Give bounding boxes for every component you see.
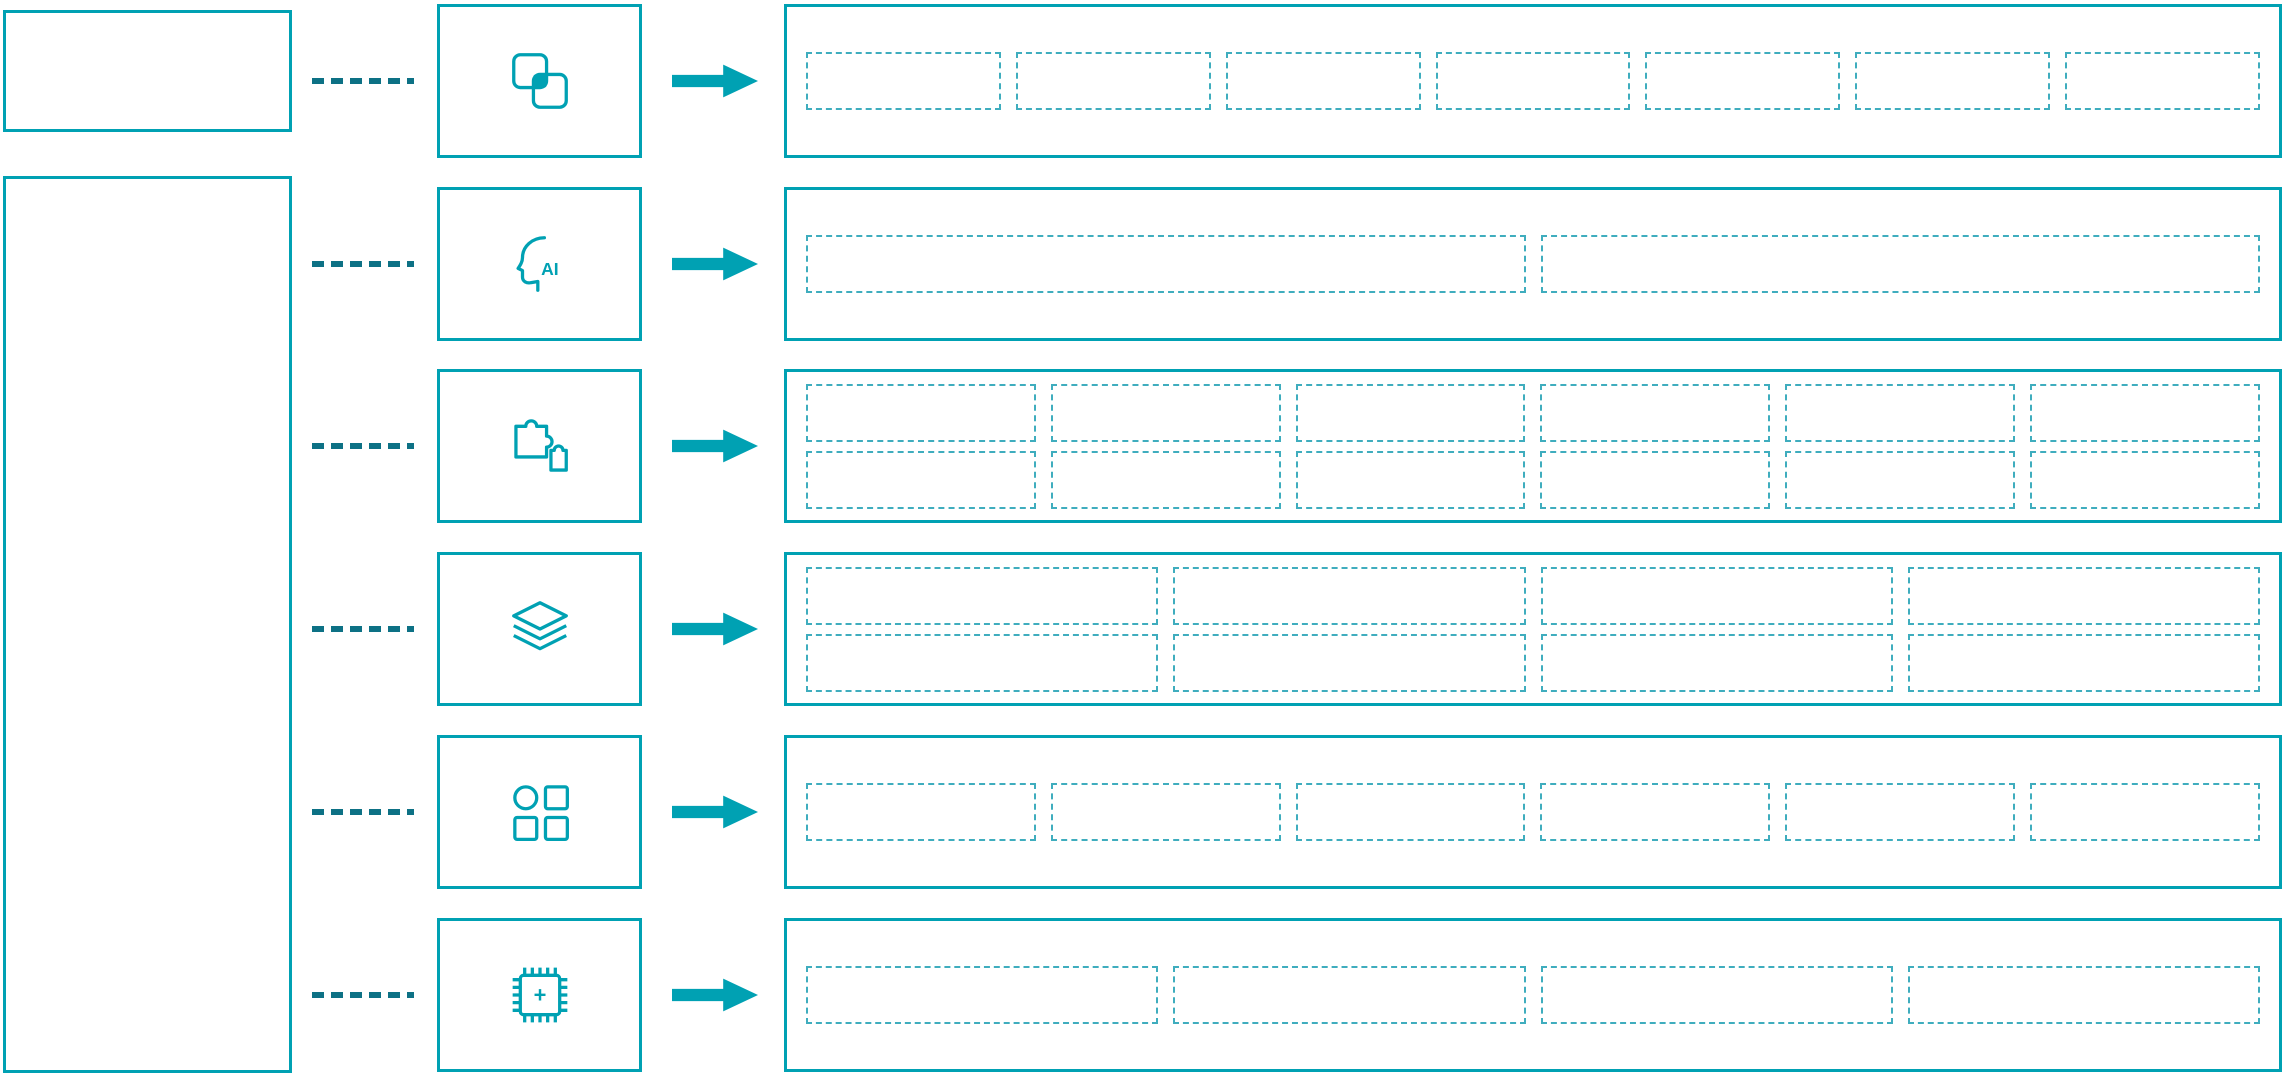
- placeholder-row: [806, 235, 2260, 293]
- dashed-connector: [312, 626, 414, 632]
- placeholder-box: [1050, 450, 1281, 509]
- placeholder-box: [1540, 633, 1893, 692]
- placeholder-box: [1295, 383, 1526, 442]
- placeholder-box: [806, 966, 1159, 1024]
- placeholder-box: [2030, 783, 2260, 841]
- placeholder-box: [806, 566, 1159, 625]
- placeholder-box: [1785, 783, 2016, 841]
- flow-row-1: [0, 4, 2284, 158]
- placeholder-box: [1907, 633, 2260, 692]
- flow-arrow-icon: [672, 612, 758, 646]
- placeholder-row: [806, 783, 2260, 841]
- dashed-connector: [312, 78, 414, 84]
- placeholder-row: [806, 966, 2260, 1024]
- placeholder-box: [1050, 783, 1281, 841]
- placeholder-box: [806, 235, 1526, 293]
- placeholder-box: [806, 52, 1001, 110]
- icon-box-3: [437, 369, 642, 523]
- placeholder-box: [1785, 450, 2016, 509]
- flow-row-5: [0, 735, 2284, 889]
- placeholder-box: [806, 633, 1159, 692]
- placeholder-box: [1540, 566, 1893, 625]
- placeholder-box: [1645, 52, 1841, 110]
- content-box-2: [784, 187, 2282, 341]
- plus-label: +: [533, 983, 546, 1008]
- ai-label: AI: [541, 259, 559, 279]
- left-header-box: [3, 10, 292, 132]
- icon-box-1: [437, 4, 642, 158]
- icon-box-5: [437, 735, 642, 889]
- dashed-connector: [312, 809, 414, 815]
- flow-row-6: +: [0, 918, 2284, 1072]
- icon-box-2: AI: [437, 187, 642, 341]
- placeholder-box: [1785, 383, 2016, 442]
- placeholder-box: [2065, 52, 2261, 110]
- placeholder-box: [806, 383, 1036, 442]
- placeholder-row: [806, 450, 2260, 509]
- placeholder-box: [806, 783, 1036, 841]
- puzzle-pieces-icon: [513, 419, 568, 472]
- placeholder-box: [2030, 450, 2260, 509]
- placeholder-box: [1173, 633, 1526, 692]
- content-box-5: [784, 735, 2282, 889]
- flow-row-2: AI: [0, 187, 2284, 341]
- content-box-4: [784, 552, 2282, 706]
- placeholder-box: [1015, 52, 1211, 110]
- icon-box-6: +: [437, 918, 642, 1072]
- placeholder-box: [1540, 783, 1771, 841]
- flow-arrow-icon: [672, 795, 758, 829]
- left-side-box: [3, 176, 292, 1073]
- placeholder-box: [1173, 566, 1526, 625]
- placeholder-box: [1540, 383, 1771, 442]
- placeholder-row: [806, 633, 2260, 692]
- ai-head-icon: AI: [515, 236, 559, 292]
- placeholder-box: [1435, 52, 1631, 110]
- layers-icon: [511, 601, 568, 651]
- placeholder-box: [1907, 966, 2260, 1024]
- placeholder-row: [806, 566, 2260, 625]
- placeholder-box: [1295, 783, 1526, 841]
- apps-grid-icon: [512, 785, 569, 841]
- flow-arrow-icon: [672, 64, 758, 98]
- dashed-connector: [312, 443, 414, 449]
- dashed-connector: [312, 261, 414, 267]
- overlapping-squares-icon: [511, 53, 568, 109]
- placeholder-row: [806, 383, 2260, 442]
- placeholder-box: [2030, 383, 2260, 442]
- flow-arrow-icon: [672, 978, 758, 1012]
- placeholder-box: [1907, 566, 2260, 625]
- placeholder-box: [1295, 450, 1526, 509]
- placeholder-row: [806, 52, 2261, 110]
- content-box-3: [784, 369, 2282, 523]
- chip-plus-icon: +: [512, 967, 567, 1023]
- flow-row-4: [0, 552, 2284, 706]
- placeholder-box: [1173, 966, 1526, 1024]
- placeholder-box: [1225, 52, 1421, 110]
- flow-arrow-icon: [672, 429, 758, 463]
- icon-box-4: [437, 552, 642, 706]
- content-box-1: [784, 4, 2282, 158]
- placeholder-box: [1540, 235, 2260, 293]
- placeholder-box: [1540, 450, 1771, 509]
- placeholder-box: [1855, 52, 2051, 110]
- placeholder-box: [1540, 966, 1893, 1024]
- content-box-6: [784, 918, 2282, 1072]
- placeholder-box: [806, 450, 1036, 509]
- flow-arrow-icon: [672, 247, 758, 281]
- flow-row-3: [0, 369, 2284, 523]
- placeholder-box: [1050, 383, 1281, 442]
- dashed-connector: [312, 992, 414, 998]
